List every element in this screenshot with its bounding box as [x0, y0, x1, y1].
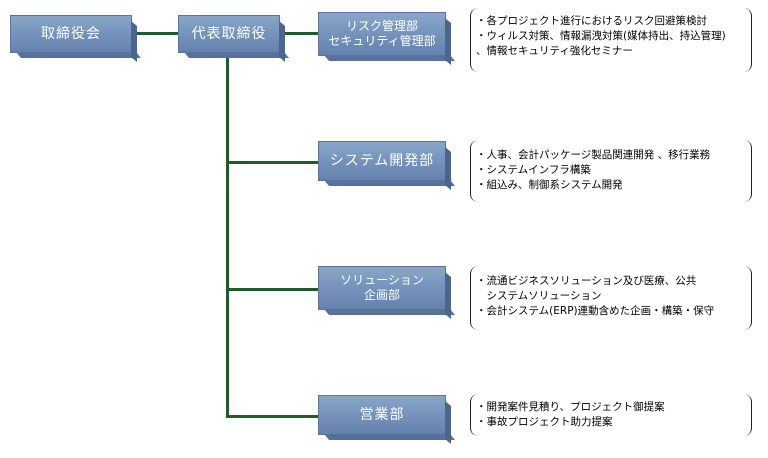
- system-note-2: ・システムインフラ構築: [476, 164, 591, 176]
- solution-notes: ・流通ビジネスソリューション及び医療、公共 システムソリューション ・会計システ…: [476, 274, 714, 319]
- system-note-3: ・組込み、制御系システム開発: [476, 179, 623, 191]
- system-notes-bracket: [470, 140, 752, 202]
- board-box: 取締役会: [10, 15, 132, 53]
- system-dept-label: システム開発部: [329, 152, 435, 169]
- sales-notes-bracket: [470, 394, 752, 436]
- sales-note-1: ・開発案件見積り、プロジェクト御提案: [476, 401, 665, 413]
- solution-note-2: システムソリューション: [476, 290, 602, 302]
- solution-note-3: ・会計システム(ERP)連動含めた企画・構築・保守: [476, 305, 715, 317]
- system-dept-box: システム開発部: [318, 141, 446, 181]
- ceo-label: 代表取締役: [191, 25, 267, 42]
- connector-board-ceo: [135, 32, 178, 35]
- system-notes: ・人事、会計パッケージ製品関連開発 、移行業務 ・システムインフラ構築 ・組込み…: [476, 148, 710, 193]
- connector-ceo-risk: [282, 32, 318, 35]
- risk-notes-bracket: [470, 8, 752, 72]
- connector-to-system: [226, 161, 318, 164]
- solution-note-1: ・流通ビジネスソリューション及び医療、公共: [476, 275, 697, 287]
- sales-notes: ・開発案件見積り、プロジェクト御提案 ・事故プロジェクト助力提案: [476, 400, 665, 430]
- solution-dept-label-line1: ソリューション: [340, 273, 424, 287]
- sales-dept-label: 営業部: [359, 406, 405, 423]
- connector-to-solution: [226, 288, 318, 291]
- risk-notes: ・各プロジェクト進行におけるリスク回避策検討 ・ウィルス対策、情報漏洩対策(媒体…: [476, 14, 726, 59]
- risk-dept-box: リスク管理部 セキュリティ管理部: [318, 12, 446, 56]
- risk-note-3: 、情報セキュリティ強化セミナー: [476, 45, 633, 57]
- risk-dept-label-line1: リスク管理部: [345, 19, 418, 33]
- sales-dept-box: 営業部: [318, 395, 446, 435]
- board-label: 取締役会: [41, 25, 101, 42]
- system-note-1: ・人事、会計パッケージ製品関連開発 、移行業務: [476, 149, 711, 161]
- solution-dept-box: ソリューション 企画部: [318, 266, 446, 310]
- solution-notes-bracket: [470, 266, 752, 330]
- risk-note-2: ・ウィルス対策、情報漏洩対策(媒体持出、持込管理): [476, 30, 726, 42]
- connector-trunk: [226, 54, 229, 418]
- risk-note-1: ・各プロジェクト進行におけるリスク回避策検討: [476, 15, 707, 27]
- connector-to-sales: [226, 415, 318, 418]
- ceo-box: 代表取締役: [178, 15, 280, 53]
- solution-dept-label-line2: 企画部: [363, 288, 400, 302]
- risk-dept-label-line2: セキュリティ管理部: [328, 34, 436, 48]
- sales-note-2: ・事故プロジェクト助力提案: [476, 416, 613, 428]
